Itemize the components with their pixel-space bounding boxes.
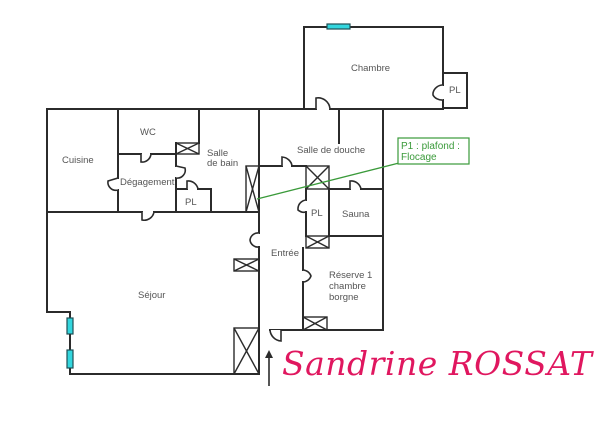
window <box>66 317 74 335</box>
annotation-leader-line <box>256 162 400 200</box>
room-chambre <box>303 23 468 110</box>
room-label-wc: WC <box>140 127 156 138</box>
room-label-chambre: Chambre <box>351 63 390 74</box>
room-label-sauna: Sauna <box>342 209 370 220</box>
room-block-right <box>233 108 384 375</box>
room-label-degagement: Dégagement <box>120 177 175 188</box>
room-label-sejour: Séjour <box>138 290 165 301</box>
annotation-text-line1: P1 : plafond : <box>401 141 460 152</box>
annotation-box <box>397 137 470 165</box>
room-label-sdb-1: Salle <box>207 148 228 159</box>
signature: Sandrine ROSSAT <box>282 344 593 383</box>
room-label-reserve-1: Réserve 1 <box>329 270 372 281</box>
annotation-text-line2: Flocage <box>401 152 437 163</box>
window <box>66 349 74 369</box>
outer-walls <box>46 108 444 375</box>
door-chambre <box>315 97 331 110</box>
room-label-pl-degagement: PL <box>185 197 197 208</box>
room-label-pl-douche: PL <box>311 208 323 219</box>
room-label-reserve-3: borgne <box>329 292 359 303</box>
room-label-cuisine: Cuisine <box>62 155 94 166</box>
room-label-pl-chambre: PL <box>449 85 461 96</box>
room-label-salle-de-douche: Salle de douche <box>297 145 365 156</box>
room-block-left <box>46 108 260 222</box>
window <box>326 23 351 30</box>
room-label-entree: Entrée <box>271 248 299 259</box>
room-label-reserve-2: chambre <box>329 281 366 292</box>
room-label-sdb-2: de bain <box>207 158 238 169</box>
entrance-arrow-icon <box>265 350 273 386</box>
